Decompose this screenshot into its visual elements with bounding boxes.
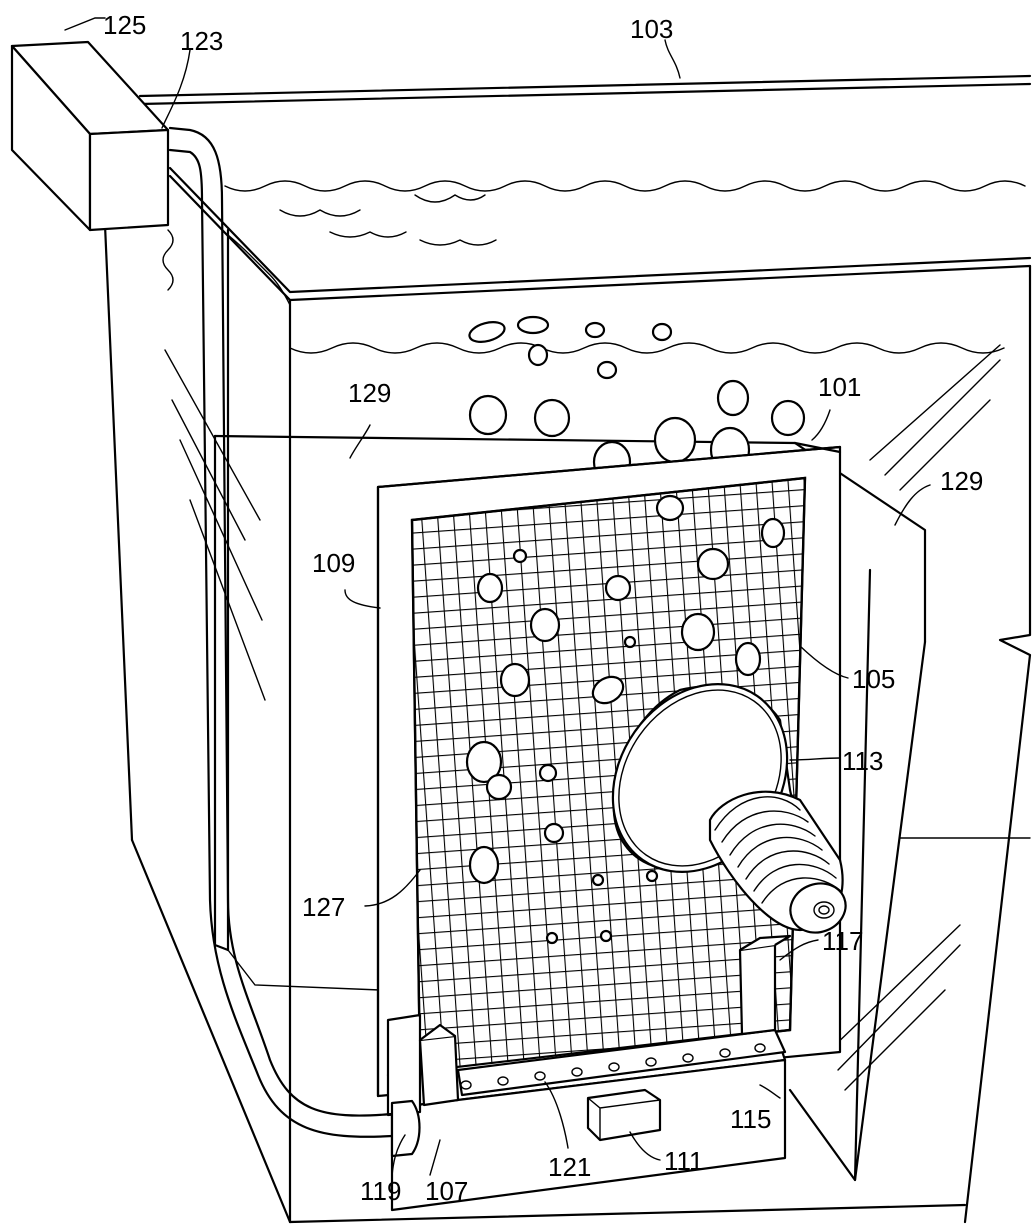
reference-labels: 125 123 103 129 101 129 109 105 113 127 … <box>103 10 983 1206</box>
label-107: 107 <box>425 1176 468 1206</box>
water-surface <box>162 180 1026 354</box>
control-box <box>10 40 170 232</box>
lamp-bulb <box>611 683 847 934</box>
label-113: 113 <box>842 746 883 776</box>
label-121: 121 <box>548 1152 591 1182</box>
label-125: 125 <box>103 10 146 40</box>
tank <box>103 74 1032 1224</box>
label-103: 103 <box>630 14 673 44</box>
glass-glints <box>164 344 1001 1091</box>
label-117: 117 <box>822 926 863 956</box>
label-123: 123 <box>180 26 223 56</box>
nozzle-holes <box>460 1043 766 1090</box>
label-119: 119 <box>360 1176 401 1206</box>
label-115: 115 <box>730 1104 771 1134</box>
label-129b: 129 <box>940 466 983 496</box>
air-tube <box>168 126 421 1158</box>
label-129a: 129 <box>348 378 391 408</box>
label-105: 105 <box>852 664 895 694</box>
label-101: 101 <box>818 372 861 402</box>
leader-lines <box>64 17 931 1177</box>
label-109: 109 <box>312 548 355 578</box>
label-127: 127 <box>302 892 345 922</box>
mesh-bubbles <box>465 494 786 945</box>
label-111: 111 <box>664 1146 704 1176</box>
base-tray <box>386 934 792 1212</box>
